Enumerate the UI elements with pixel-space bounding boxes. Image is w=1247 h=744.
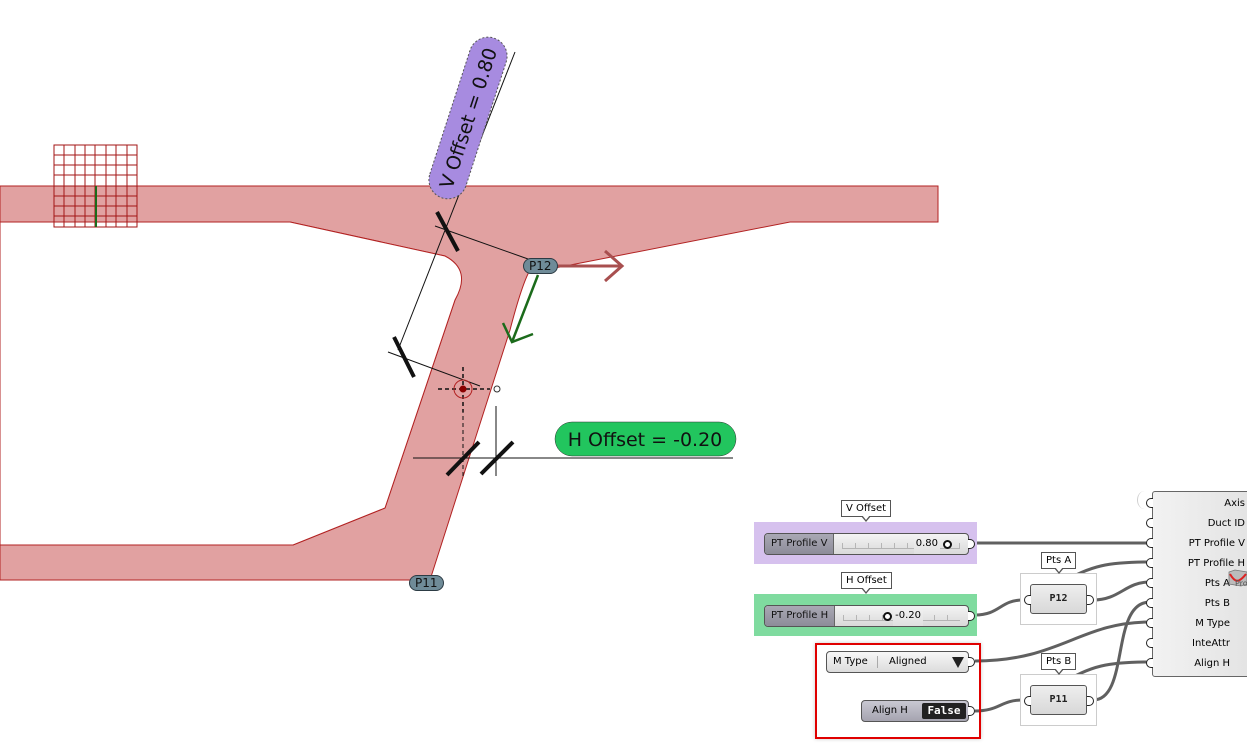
port-align-h[interactable] [1146, 658, 1153, 668]
port-pts-b[interactable] [1146, 598, 1153, 608]
horizontal-direction-arrow [558, 249, 625, 283]
h-offset-dimension [413, 395, 733, 477]
slider-value: -0.20 [893, 606, 923, 626]
port-inteattr[interactable] [1146, 638, 1153, 648]
pts-b-input-port[interactable] [1024, 696, 1031, 706]
align-h-value[interactable]: False [922, 703, 966, 719]
dropdown-arrow-icon[interactable] [952, 657, 964, 668]
wire-h-offset [974, 598, 1024, 617]
input-pt-profile-h[interactable]: PT Profile H [1187, 558, 1245, 569]
input-pts-b[interactable]: Pts B [1204, 598, 1230, 609]
pt-profile-h-slider[interactable]: PT Profile H -0.20 [764, 605, 969, 627]
slider-knob[interactable] [943, 540, 952, 549]
input-pts-a[interactable]: Pts A [1204, 578, 1230, 589]
input-align-h[interactable]: Align H [1194, 658, 1230, 669]
pts-a-input-port[interactable] [1024, 595, 1031, 605]
slider-track[interactable]: -0.20 [835, 606, 968, 626]
h-offset-callout: H Offset [841, 572, 892, 594]
pts-b-callout: Pts B [1041, 653, 1077, 675]
wire-p11-out [1092, 600, 1151, 702]
slider-value: 0.80 [913, 534, 940, 554]
h-slider-output-port[interactable] [968, 611, 975, 621]
h-offset-tag: H Offset = -0.20 [554, 421, 737, 457]
input-axis[interactable]: Axis [1224, 498, 1245, 509]
h-offset-tag-text: H Offset = -0.20 [568, 429, 723, 451]
profile-component-icon: Prof [1227, 569, 1247, 588]
pts-a-panel[interactable]: P12 [1030, 584, 1087, 614]
align-h-toggle[interactable]: Align H False [861, 700, 969, 722]
input-inteattr[interactable]: InteAttr [1192, 638, 1230, 649]
wireless-icon [1137, 491, 1152, 509]
point-label-p12: P12 [523, 258, 558, 274]
duct-inner-void [0, 221, 463, 546]
align-h-output-port[interactable] [968, 706, 975, 716]
pts-a-callout: Pts A [1041, 552, 1077, 574]
vertical-direction-arrow [501, 274, 540, 344]
pts-a-output-port[interactable] [1087, 595, 1094, 605]
slider-knob[interactable] [883, 612, 893, 621]
pts-b-panel[interactable]: P11 [1030, 685, 1087, 715]
pts-a-panel-text: P12 [1049, 593, 1068, 604]
m-type-divider [877, 656, 878, 668]
slider-ticks [842, 543, 960, 549]
v-offset-callout: V Offset [841, 500, 892, 522]
wire-p12-out [1092, 580, 1151, 602]
input-duct-id[interactable]: Duct ID [1207, 518, 1245, 529]
port-pts-a[interactable] [1146, 578, 1153, 588]
pt-profile-v-slider[interactable]: PT Profile V 0.80 [764, 533, 969, 555]
pts-b-output-port[interactable] [1087, 696, 1094, 706]
wire-alignh [974, 698, 1024, 713]
highlight-box [815, 643, 981, 739]
input-pt-profile-v[interactable]: PT Profile V [1188, 538, 1245, 549]
grip-point[interactable] [493, 385, 501, 393]
m-type-value-list[interactable]: M Type Aligned [826, 651, 969, 673]
slider-name: PT Profile H [765, 606, 836, 626]
slider-track[interactable]: 0.80 [834, 534, 968, 554]
port-pt-profile-v[interactable] [1146, 538, 1153, 548]
port-duct-id[interactable] [1146, 518, 1153, 528]
input-m-type[interactable]: M Type [1195, 618, 1230, 629]
profile-icon-label: Prof [1235, 579, 1247, 588]
slider-name: PT Profile V [765, 534, 835, 554]
target-point-marker [438, 367, 490, 412]
m-type-output-port[interactable] [968, 657, 975, 667]
pts-b-panel-text: P11 [1049, 694, 1068, 705]
m-type-selected: Aligned [889, 656, 927, 667]
profile-component[interactable]: Axis Duct ID PT Profile V PT Profile H P… [1152, 491, 1247, 677]
align-h-name: Align H [872, 705, 908, 716]
point-label-p11: P11 [409, 575, 444, 591]
v-slider-output-port[interactable] [968, 539, 975, 549]
m-type-name: M Type [833, 656, 868, 667]
port-pt-profile-h[interactable] [1146, 558, 1153, 568]
port-m-type[interactable] [1146, 618, 1153, 628]
